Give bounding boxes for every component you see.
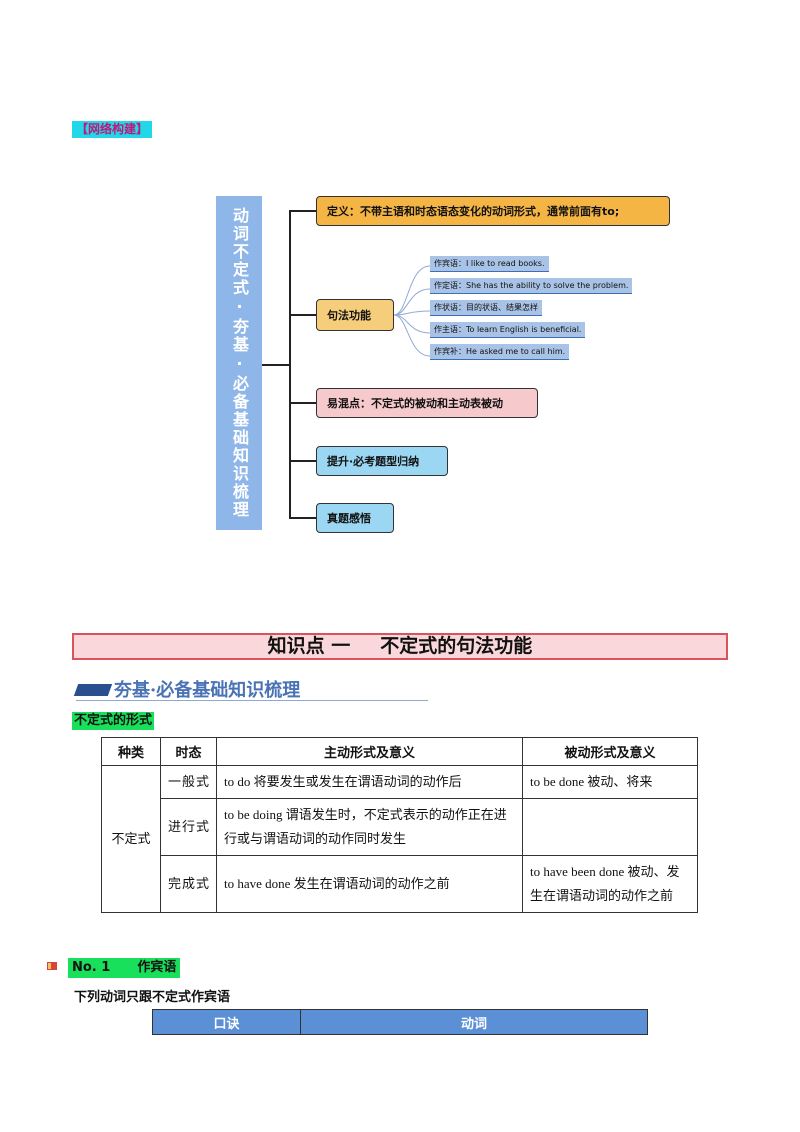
knowledge-point-label: 知识点 一 (267, 635, 351, 657)
heading-underline (76, 700, 428, 701)
table-header-row: 种类 时态 主动形式及意义 被动形式及意义 (101, 737, 698, 766)
table-header: 主动形式及意义 (216, 737, 523, 766)
passive-cell: to have been done 被动、发生在谓语动词的动作之前 (522, 855, 698, 913)
basics-heading-text: 夯基·必备基础知识梳理 (114, 680, 301, 701)
no1-label-box: No. 1 作宾语 (68, 958, 181, 978)
syntax-item-attribute: 作定语：She has the ability to solve the pro… (430, 278, 633, 294)
confusion-node: 易混点：不定式的被动和主动表被动 (316, 388, 538, 418)
table-row: 完成式 to have done 发生在谓语动词的动作之前 to have be… (102, 855, 698, 913)
kind-cell: 不定式 (101, 765, 161, 913)
tense-cell: 进行式 (160, 798, 217, 856)
syntax-item-complement: 作宾补：He asked me to call him. (430, 344, 570, 360)
mnemonic-header: 口诀 (153, 1010, 301, 1034)
knowledge-point-title: 不定式的句法功能 (380, 635, 533, 657)
connector (289, 460, 316, 462)
heading-bar-icon (73, 684, 113, 696)
table-row: 进行式 to be doing 谓语发生时，不定式表示的动作正在进行或与谓语动词… (102, 798, 698, 856)
syntax-branches (394, 265, 431, 357)
connector (289, 517, 316, 519)
section-tag: 【网络构建】 (72, 121, 153, 138)
knowledge-point-header: 知识点 一 不定式的句法功能 (72, 633, 728, 660)
connector (289, 314, 316, 316)
passive-cell: to be done 被动、将来 (522, 765, 698, 799)
no1-title: 作宾语 (137, 960, 177, 975)
tense-cell: 一般式 (160, 765, 217, 799)
syntax-item-object: 作宾语：I like to read books. (430, 256, 549, 272)
connector (289, 210, 316, 212)
active-cell: to be doing 谓语发生时，不定式表示的动作正在进行或与谓语动词的动作同… (216, 798, 523, 856)
connector (289, 402, 316, 404)
active-cell: to do 将要发生或发生在谓语动词的动作后 (216, 765, 523, 799)
tense-cell: 完成式 (160, 855, 217, 913)
table-header: 被动形式及意义 (522, 737, 698, 766)
table-header: 时态 (160, 737, 217, 766)
active-cell: to have done 发生在谓语动词的动作之前 (216, 855, 523, 913)
passive-cell (522, 798, 698, 856)
verbs-header: 动词 (301, 1010, 647, 1034)
forms-table: 种类 时态 主动形式及意义 被动形式及意义 不定式 一般式 to do 将要发生… (101, 737, 698, 913)
forms-subtitle: 不定式的形式 (72, 712, 155, 730)
definition-node: 定义：不带主语和时态语态变化的动词形式，通常前面有to; (316, 196, 670, 226)
table-header: 种类 (101, 737, 161, 766)
no1-subtitle: 下列动词只跟不定式作宾语 (74, 990, 231, 1005)
mnemonic-table-header: 口诀 动词 (152, 1009, 648, 1035)
table-row: 不定式 一般式 to do 将要发生或发生在谓语动词的动作后 to be don… (101, 765, 698, 913)
connector (289, 210, 291, 519)
real-exam-node: 真题感悟 (316, 503, 394, 533)
connector (262, 364, 290, 366)
book-icon (47, 962, 57, 970)
syntax-node: 句法功能 (316, 299, 394, 331)
syntax-item-subject: 作主语：To learn English is beneficial. (430, 322, 586, 338)
syntax-item-adverbial: 作状语：目的状语、结果怎样 (430, 300, 542, 316)
no1-number: No. 1 (72, 960, 111, 975)
upgrade-node: 提升·必考题型归纳 (316, 446, 448, 476)
mindmap-root: 动词不定式·夯基·必备基础知识梳理 (216, 196, 262, 530)
